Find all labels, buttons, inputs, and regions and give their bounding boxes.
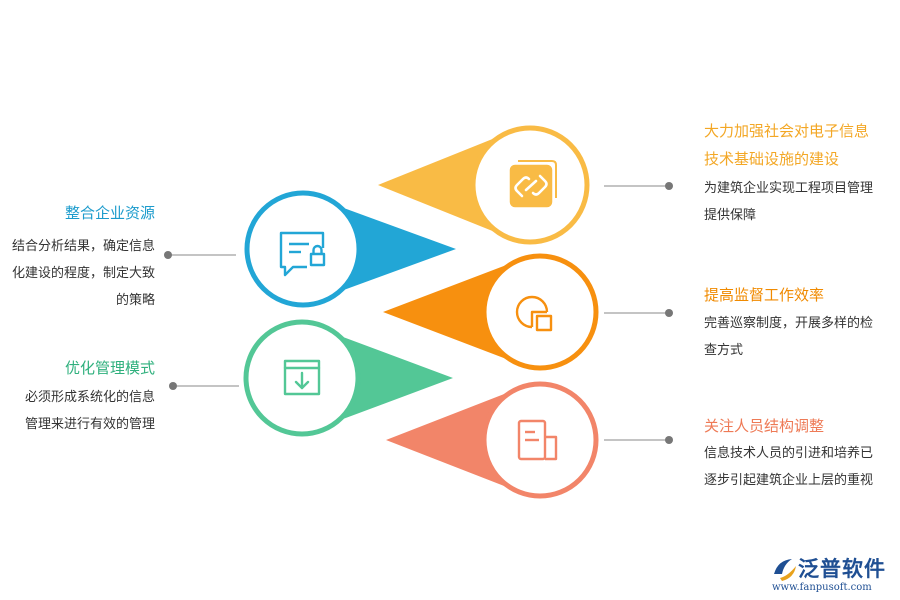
download-box-icon <box>283 359 321 396</box>
brand-logo: 泛普软件 www.fanpusoft.com <box>770 552 895 596</box>
desc-line: 完善巡察制度，开展多样的检 <box>704 316 874 331</box>
label-block-5: 关注人员结构调整 信息技术人员的引进和培养已 逐步引起建筑企业上层的重视 <box>704 416 900 494</box>
link-icon <box>508 160 557 209</box>
label-block-1: 整合企业资源 结合分析结果，确定信息 化建设的程度，制定大致 的策略 <box>0 203 155 314</box>
pie-chart-icon <box>515 295 553 332</box>
desc-line: 信息技术人员的引进和培养已 <box>704 446 874 461</box>
title-strengthen-infrastructure: 大力加强社会对电子信息 <box>704 122 870 140</box>
connector-lines <box>168 185 669 441</box>
desc-line: 结合分析结果，确定信息 <box>11 239 155 254</box>
title-personnel-structure: 关注人员结构调整 <box>704 417 825 435</box>
ring-blue <box>244 190 362 308</box>
desc-line: 的策略 <box>115 293 155 308</box>
logo-name: 泛普软件 <box>798 557 886 581</box>
chat-lock-icon <box>279 231 326 277</box>
node-blue <box>244 190 456 308</box>
label-block-4: 提高监督工作效率 完善巡察制度，开展多样的检 查方式 <box>704 285 900 364</box>
label-block-2: 优化管理模式 必须形成系统化的信息 管理来进行有效的管理 <box>0 358 155 438</box>
logo-url: www.fanpusoft.com <box>772 582 872 593</box>
document-icon <box>517 419 558 461</box>
node-green <box>243 319 453 437</box>
title-strengthen-infrastructure-line2: 技术基础设施的建设 <box>704 150 840 168</box>
desc-line: 管理来进行有效的管理 <box>24 417 155 432</box>
title-integrate-resources: 整合企业资源 <box>64 204 155 222</box>
node-orange <box>383 253 599 371</box>
node-yellow <box>378 125 590 245</box>
desc-line: 提供保障 <box>704 208 757 223</box>
title-optimize-management: 优化管理模式 <box>64 359 155 377</box>
label-block-3: 大力加强社会对电子信息 技术基础设施的建设 为建筑企业实现工程项目管理 提供保障 <box>704 117 900 229</box>
ring-salmon <box>481 381 599 499</box>
title-supervision-efficiency: 提高监督工作效率 <box>704 286 825 304</box>
logo-swirl-icon <box>774 559 796 581</box>
node-salmon <box>386 381 599 499</box>
desc-line: 逐步引起建筑企业上层的重视 <box>704 473 874 488</box>
desc-line: 化建设的程度，制定大致 <box>11 266 155 281</box>
connector-dots <box>164 182 673 444</box>
desc-line: 查方式 <box>704 343 744 358</box>
desc-line: 为建筑企业实现工程项目管理 <box>704 181 874 196</box>
desc-line: 必须形成系统化的信息 <box>24 390 155 405</box>
